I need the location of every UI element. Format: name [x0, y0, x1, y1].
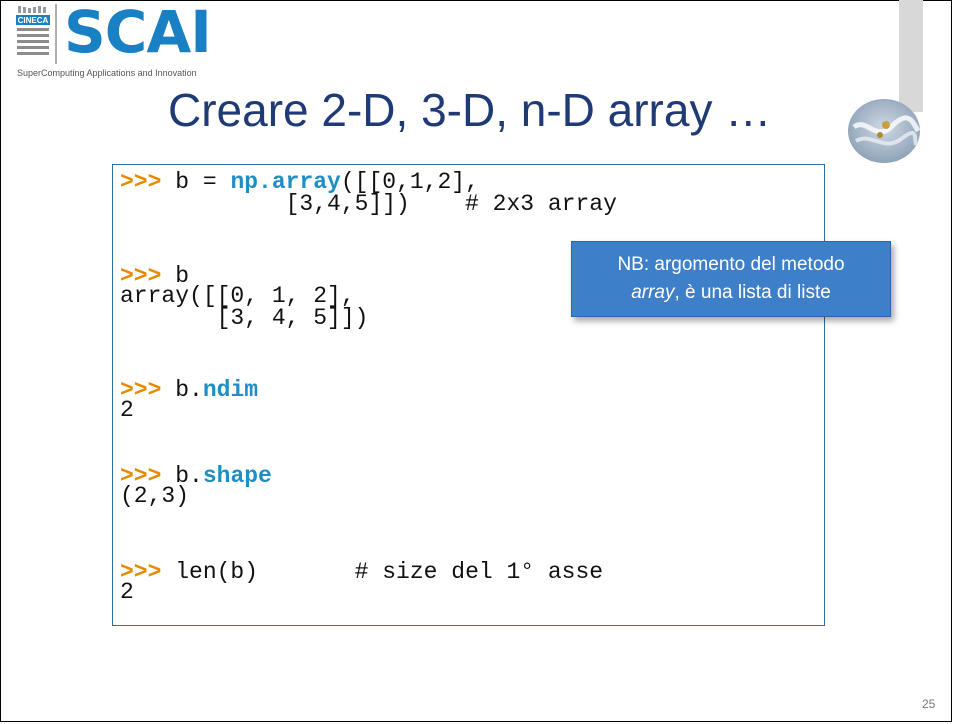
slide-title: Creare 2-D, 3-D, n-D array …	[168, 84, 772, 136]
prompt: >>>	[120, 169, 162, 195]
scai-logo: SCAI	[64, 0, 212, 66]
code-line-5: [3, 4, 5]])	[120, 305, 369, 331]
prompt: >>>	[120, 263, 162, 289]
callout-emphasis: array	[631, 282, 675, 303]
code-text: ([[0,1,2],	[340, 169, 479, 195]
code-text: b.	[161, 377, 203, 403]
page-number: 25	[922, 697, 936, 711]
code-line-10: >>> len(b) # size del 1° asse	[120, 559, 604, 585]
prompt: >>>	[120, 463, 162, 489]
code-line-6: >>> b.ndim	[120, 377, 259, 403]
code-keyword: shape	[202, 463, 272, 489]
code-keyword: np.array	[230, 169, 341, 195]
logo-tagline: SuperComputing Applications and Innovati…	[17, 68, 197, 78]
code-block: >>> b = np.array([[0,1,2], [3,4,5]]) # 2…	[120, 170, 617, 604]
code-line-8: >>> b.shape	[120, 463, 272, 489]
code-keyword: ndim	[202, 377, 259, 403]
code-line-3: >>> b	[120, 263, 190, 289]
decorative-bar	[899, 0, 923, 112]
molecule-decoration-icon	[848, 99, 921, 163]
callout-text: , è una lista di liste	[674, 282, 831, 303]
code-text: b	[161, 263, 190, 289]
nb-callout: NB: argomento del metodo array, è una li…	[571, 241, 891, 317]
cineca-logo-text: CINECA	[18, 16, 49, 25]
code-line-11: 2	[120, 579, 134, 605]
cineca-logo-icon: CINECA	[16, 4, 57, 64]
code-text: b.	[161, 463, 203, 489]
code-line-4: array([[0, 1, 2],	[120, 283, 355, 309]
code-line-2: [3,4,5]]) # 2x3 array	[120, 191, 617, 217]
callout-line-2: array, è una lista di liste	[572, 279, 890, 307]
code-line-7: 2	[120, 397, 134, 423]
code-text: b =	[161, 169, 231, 195]
prompt: >>>	[120, 377, 162, 403]
code-line-1: >>> b = np.array([[0,1,2],	[120, 169, 479, 195]
code-text: len(b) # size del 1° asse	[161, 559, 604, 585]
prompt: >>>	[120, 559, 162, 585]
code-line-9: (2,3)	[120, 483, 190, 509]
callout-line-1: NB: argomento del metodo	[617, 254, 845, 275]
